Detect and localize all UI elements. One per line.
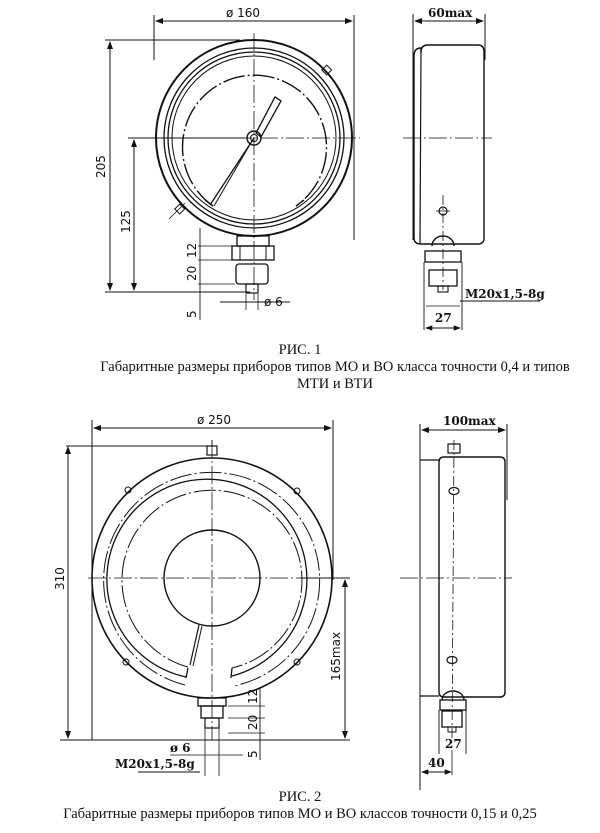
fig2-caption-line1: Габаритные размеры приборов типов МО и В… [63, 806, 537, 822]
fig2-depth-label: 100max [443, 414, 497, 428]
fig2-caption: РИС. 2 Габаритные размеры приборов типов… [0, 789, 600, 823]
fig1-depth-label: 60max [428, 6, 473, 20]
fig1-caption-number: РИС. 1 [278, 342, 322, 358]
fig2-height-total: 310 [53, 567, 67, 590]
fig2-side-view: 100max 27 40 [400, 414, 512, 790]
fig2-wrench-size: 27 [445, 737, 462, 751]
fig2-fitting-height: 20 [246, 715, 260, 730]
fig2-offset: 40 [428, 756, 445, 770]
fig1-fitting-height: 20 [185, 266, 199, 281]
fig2-nut-height: 12 [246, 689, 260, 704]
fig1-front-view: ø 160 205 125 [94, 6, 360, 320]
fig2-diameter-label: ø 250 [197, 413, 231, 427]
fig1-height-center: 125 [119, 210, 133, 233]
fig2-height-center: 165max [329, 632, 343, 681]
fig1-caption-line1: Габаритные размеры приборов типов МО и В… [100, 359, 570, 375]
fig2-tip-diameter: ø 6 [170, 741, 191, 755]
fig1-tip-height: 5 [185, 310, 199, 318]
fig1-caption: РИС. 1 Габаритные размеры приборов типов… [0, 342, 600, 393]
fig2-thread-label: M20x1,5-8g [115, 757, 195, 771]
fig2-front-view: ø 250 310 165max 12 20 5 [53, 413, 350, 776]
fig1-nut-height: 12 [185, 243, 199, 258]
fig1-caption-line2: МТИ и ВТИ [296, 376, 374, 392]
fig1-diameter-label: ø 160 [226, 6, 260, 20]
fig1-side-view: 60max M20x1,5-8g 27 [403, 6, 545, 331]
fig2-tip-height: 5 [246, 750, 260, 758]
fig2-caption-number: РИС. 2 [278, 789, 322, 805]
fig1-tip-diameter: ø 6 [264, 295, 283, 309]
fig1-wrench-size: 27 [435, 311, 452, 325]
fig1-height-total: 205 [94, 155, 108, 178]
fig1-thread-label: M20x1,5-8g [465, 287, 545, 301]
